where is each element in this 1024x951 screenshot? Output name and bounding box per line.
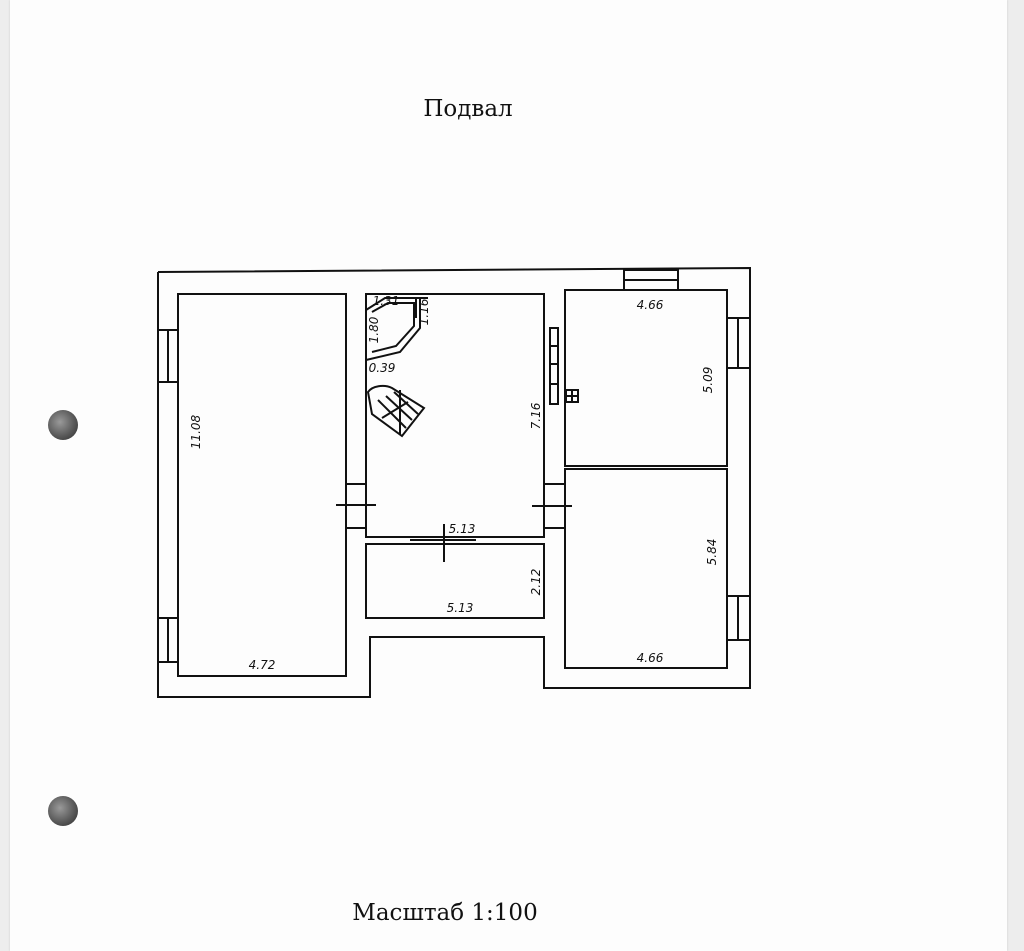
window-left-top <box>157 329 179 383</box>
dim-stair-top: 1.31 <box>373 294 400 308</box>
stair-well <box>365 297 421 361</box>
scale-label: Масштаб 1:100 <box>352 900 538 926</box>
room-3-outline <box>365 543 545 619</box>
window-left-bottom <box>157 617 179 663</box>
punch-hole-bottom <box>48 796 78 826</box>
dim-room5-width: 4.66 <box>637 651 664 665</box>
punch-hole-top <box>48 410 78 440</box>
dim-stair-side-b: 1.16 <box>417 298 431 325</box>
outer-wall <box>157 266 751 698</box>
window-right-bottom <box>726 595 751 641</box>
room-5-outline <box>564 468 728 669</box>
plan-title: Подвал <box>423 96 513 122</box>
room-2-outline <box>365 293 545 538</box>
dim-stair-side-a: 1.80 <box>367 316 381 343</box>
dim-room1-height: 11.08 <box>189 414 203 449</box>
dim-room1-width: 4.72 <box>249 658 276 672</box>
room-1-outline <box>177 293 347 677</box>
dim-room2-height: 7.16 <box>529 402 543 429</box>
dim-room4-height: 5.09 <box>701 367 715 394</box>
dim-room2-width: 5.13 <box>449 522 476 536</box>
dim-room3-height: 2.12 <box>529 569 543 596</box>
dim-room5-height: 5.84 <box>705 539 719 566</box>
dim-room4-width: 4.66 <box>637 298 664 312</box>
dim-stair-bottom: 0.39 <box>369 361 396 375</box>
dim-room3-width: 5.13 <box>447 601 474 615</box>
staircase <box>366 384 426 438</box>
door-1-2 <box>336 483 376 529</box>
radiator <box>549 327 559 405</box>
vent-box <box>565 389 579 403</box>
door-2-5 <box>532 483 572 529</box>
document-sheet: Подвал Масштаб 1:100 <box>10 0 1007 951</box>
window-right-top <box>726 317 751 369</box>
window-top-right <box>623 269 679 291</box>
